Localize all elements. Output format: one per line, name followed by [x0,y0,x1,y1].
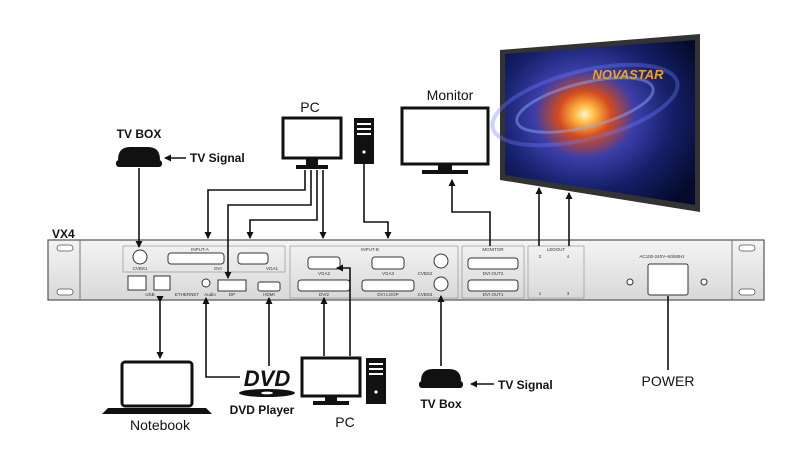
ac-screw [626,278,634,286]
laptop-icon [102,360,212,414]
tv-box-bottom-icon [419,369,463,388]
usb-label: USB [145,292,154,297]
audio-port [201,278,211,288]
hdmi-label: HDMI [263,292,275,297]
cvbs1-label: CVBS1 [133,266,148,271]
vga3-port [371,256,405,270]
monitor: Monitor [400,87,490,174]
ledout-title: LEDOUT [547,247,566,252]
input-a-title: INPUT-A [191,247,209,252]
ledout-3-label: 3 [567,291,570,296]
dvi-label: DVI [214,266,222,271]
ethernet-label: ETHERNET [175,292,200,297]
tv-box-top: TV BOX TV Signal [116,127,245,167]
pc-bottom-tower-icon [366,358,386,404]
tv-box-top-label: TV BOX [117,127,162,141]
monitor-icon [400,106,490,174]
tv-signal-bottom-label: TV Signal [498,378,553,392]
tv-box-top-icon [116,147,162,167]
ledout-1-label: 1 [539,291,542,296]
rack-hole [738,244,756,252]
input-b-title: INPUT-B [361,247,379,252]
dp-label: DP [229,292,235,297]
top-wires [135,164,573,279]
dvd-logo-text: DVD [244,366,291,391]
dvi-loop-port [361,279,415,292]
ledout-4-label: 4 [567,254,570,259]
led-screen: NOVASTAR [490,34,700,212]
pc-bottom-label: PC [335,414,354,430]
dvd-player: DVD DVD Player [230,366,295,417]
ac-power-socket [647,263,689,296]
bottom-wires [156,264,669,378]
dvi-out2-port [467,257,519,270]
dvd-logo-icon: DVD [239,366,295,397]
vga2-label: VGA2 [318,271,331,276]
ledout-2-label: 2 [539,254,542,259]
dvi-out1-port [467,279,519,292]
ethernet-port [153,275,171,291]
dvi-port [167,252,225,265]
hdmi-port [257,281,281,292]
pc-top: PC [281,99,374,169]
tv-box-bottom: TV Box TV Signal [419,369,553,411]
dvd-player-label: DVD Player [230,403,295,417]
vga2-port [307,256,341,270]
vx4-device: VX4 INPUT-A INPUT-B MONITOR LEDOUT CVBS1… [47,227,765,301]
dvi-loop-label: DVI LOOP [377,292,398,297]
pc-top-label: PC [300,99,319,115]
rack-hole [56,244,74,252]
monitor-title: MONITOR [482,247,504,252]
cvbs2-port [433,253,449,269]
rack-hole [56,288,74,296]
cvbs2-label: CVBS2 [418,271,433,276]
ac-rating-label: AC100-240V~50/60Hz [639,254,685,259]
dvi-out2-label: DVI OUT2 [483,271,504,276]
cvbs1-port [132,249,148,265]
cvbs3-label: CVBS3 [418,292,433,297]
dp-port [217,279,247,292]
tv-signal-top-label: TV Signal [190,151,245,165]
dvi2-port [297,279,351,292]
pc-bottom-monitor-icon [300,356,362,405]
dvi2-label: DVI2 [319,292,330,297]
dvi-out1-label: DVI OUT1 [483,292,504,297]
pc-top-tower-icon [354,118,374,164]
vga1-label: VGA1 [266,266,279,271]
notebook-label: Notebook [130,417,191,433]
audio-label: Audio [204,292,216,297]
pc-bottom: PC [300,356,386,430]
power-label: POWER [642,373,695,389]
monitor-label: Monitor [427,87,474,103]
screen-brand-logo: NOVASTAR [592,67,664,82]
usb-port [127,275,147,291]
ac-screw [700,278,708,286]
tv-box-bottom-label: TV Box [420,397,462,411]
device-label: VX4 [52,227,75,241]
pc-top-monitor-icon [281,116,343,169]
rack-hole [738,288,756,296]
vga3-label: VGA3 [382,271,395,276]
vga1-port [237,252,269,265]
notebook: Notebook [102,360,212,433]
cvbs3-port [433,276,449,292]
